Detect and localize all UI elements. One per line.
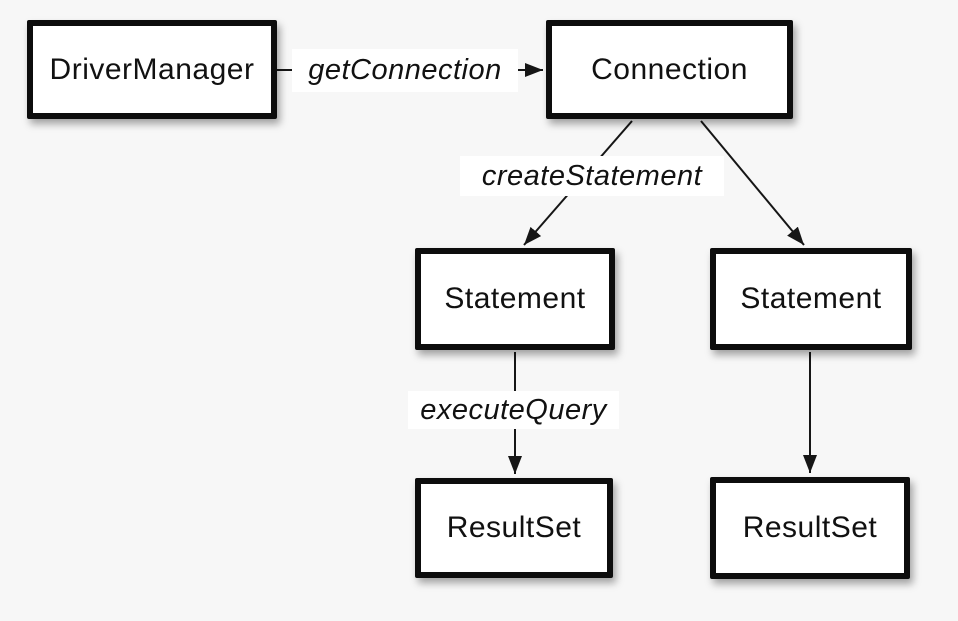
edge-label-executequery: executeQuery [408, 391, 619, 429]
node-driver-manager: DriverManager [27, 20, 277, 119]
node-connection: Connection [546, 20, 793, 119]
arrow-connection-to-right-statement [700, 120, 805, 246]
node-statement-right-label: Statement [740, 282, 882, 315]
node-resultset-right-label: ResultSet [742, 511, 878, 544]
node-statement-right: Statement [710, 248, 912, 350]
node-driver-manager-label: DriverManager [49, 52, 255, 86]
node-resultset-left-label: ResultSet [446, 511, 582, 544]
edge-label-createstatement: createStatement [460, 156, 724, 196]
node-resultset-right: ResultSet [710, 477, 910, 579]
node-resultset-left: ResultSet [415, 478, 613, 578]
node-statement-left-label: Statement [444, 282, 586, 315]
node-connection-label: Connection [591, 52, 748, 86]
node-statement-left: Statement [415, 248, 615, 350]
edge-label-getconnection: getConnection [292, 49, 518, 92]
